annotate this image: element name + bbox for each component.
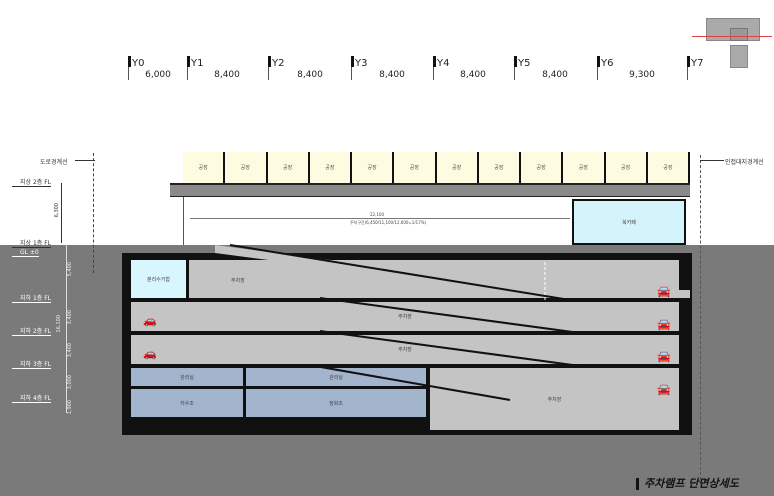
factory-cell: 공장 [605, 152, 648, 183]
level-label: 지상 2층 FL [12, 177, 51, 187]
room-recycle: 분리수거함 [131, 260, 186, 298]
grid-span: 8,400 [542, 70, 568, 80]
room-label: 주차장 [398, 347, 412, 353]
factory-label: 공장 [367, 165, 377, 171]
room-label: 주차장 [547, 396, 562, 403]
factory-label: 공장 [663, 165, 673, 171]
factory-cell: 공장 [225, 152, 268, 183]
factory-label: 공장 [621, 165, 631, 171]
grid-span: 8,400 [214, 70, 240, 80]
room-label: 분리수거함 [146, 276, 170, 283]
factory-cell: 공장 [394, 152, 437, 183]
factory-label: 공장 [409, 165, 419, 171]
factory-label: 공장 [325, 165, 335, 171]
factory-cell: 공장 [647, 152, 690, 183]
factory-cell: 공장 [183, 152, 226, 183]
level-label: 지하 2층 FL [12, 326, 51, 336]
factory-cell: 공장 [436, 152, 479, 183]
room-parking-b2: 주차장 [131, 302, 679, 331]
ramp-note: 주차구간(6,450/11,100/12,600=1/17%) [350, 220, 427, 225]
grid-label: Y5 [518, 58, 531, 69]
road-boundary-label: 도로경계선 [40, 159, 68, 166]
level-label: 지하 3층 FL [12, 359, 51, 369]
grid-span: 9,300 [629, 70, 655, 80]
factory-label: 공장 [283, 165, 293, 171]
factory-cell: 공장 [563, 152, 606, 183]
factory-label: 공장 [452, 165, 462, 171]
car-icon: 🚘 [657, 285, 671, 298]
car-icon: 🚗 [143, 347, 157, 360]
adjacent-boundary-label: 인접대지경계선 [725, 159, 764, 166]
title-text: 주차램프 단면상세도 [644, 477, 739, 490]
room-label: 주차장 [231, 278, 245, 284]
room-label: 관리실 [180, 374, 194, 381]
level-label: 지하 1층 FL [12, 293, 51, 303]
factory-label: 공장 [536, 165, 546, 171]
section-cut-line [692, 36, 772, 37]
grid-label: Y6 [601, 58, 614, 69]
room-water-tank: 저수조 [131, 389, 243, 417]
factory-cell: 공장 [521, 152, 564, 183]
grid-label: Y0 [132, 58, 145, 69]
drawing-title: 주차램프 단면상세도 [636, 478, 739, 490]
grid-label: Y4 [437, 58, 450, 69]
factory-cell: 공장 [478, 152, 521, 183]
ramp-note: 22,100 [370, 212, 384, 217]
grid-span: 8,400 [460, 70, 486, 80]
level-label: 지하 4층 FL [12, 393, 51, 403]
car-icon: 🚘 [657, 350, 671, 363]
room-label: 관리실 [329, 374, 343, 381]
grid-label: Y2 [272, 58, 285, 69]
car-icon: 🚗 [143, 314, 157, 327]
factory-cell: 공장 [267, 152, 310, 183]
ground-floor-space [183, 197, 572, 245]
grid-label: Y3 [355, 58, 368, 69]
room-parking-b4: 주차장 [430, 368, 679, 430]
factory-label: 공장 [198, 165, 208, 171]
factory-cell: 공장 [309, 152, 352, 183]
factory-cell: 공장 [352, 152, 395, 183]
room-mgmt-2: 관리실 [246, 368, 426, 386]
car-icon: 🚘 [657, 318, 671, 331]
room-septic: 정화조 [246, 389, 426, 417]
grid-span: 8,400 [379, 70, 405, 80]
room-label: 북카페 [622, 219, 636, 226]
room-label: 주차장 [398, 314, 412, 320]
level-label: 지상 1층 FL [12, 238, 51, 248]
factory-label: 공장 [494, 165, 504, 171]
upper-room: 북카페 [572, 199, 686, 245]
room-label: 정화조 [329, 400, 343, 407]
ground-floor-slab [170, 183, 690, 197]
grid-label: Y1 [191, 58, 204, 69]
level-label: GL ±0 [12, 249, 39, 257]
car-icon: 🚘 [657, 383, 671, 396]
factory-label: 공장 [240, 165, 250, 171]
grid-label: Y7 [691, 58, 704, 69]
room-label: 저수조 [180, 400, 194, 407]
grid-span: 6,000 [145, 70, 171, 80]
factory-label: 공장 [578, 165, 588, 171]
room-parking-b3: 주차장 [131, 335, 679, 364]
key-plan [692, 18, 772, 68]
room-mgmt-1: 관리실 [131, 368, 243, 386]
grid-span: 8,400 [297, 70, 323, 80]
